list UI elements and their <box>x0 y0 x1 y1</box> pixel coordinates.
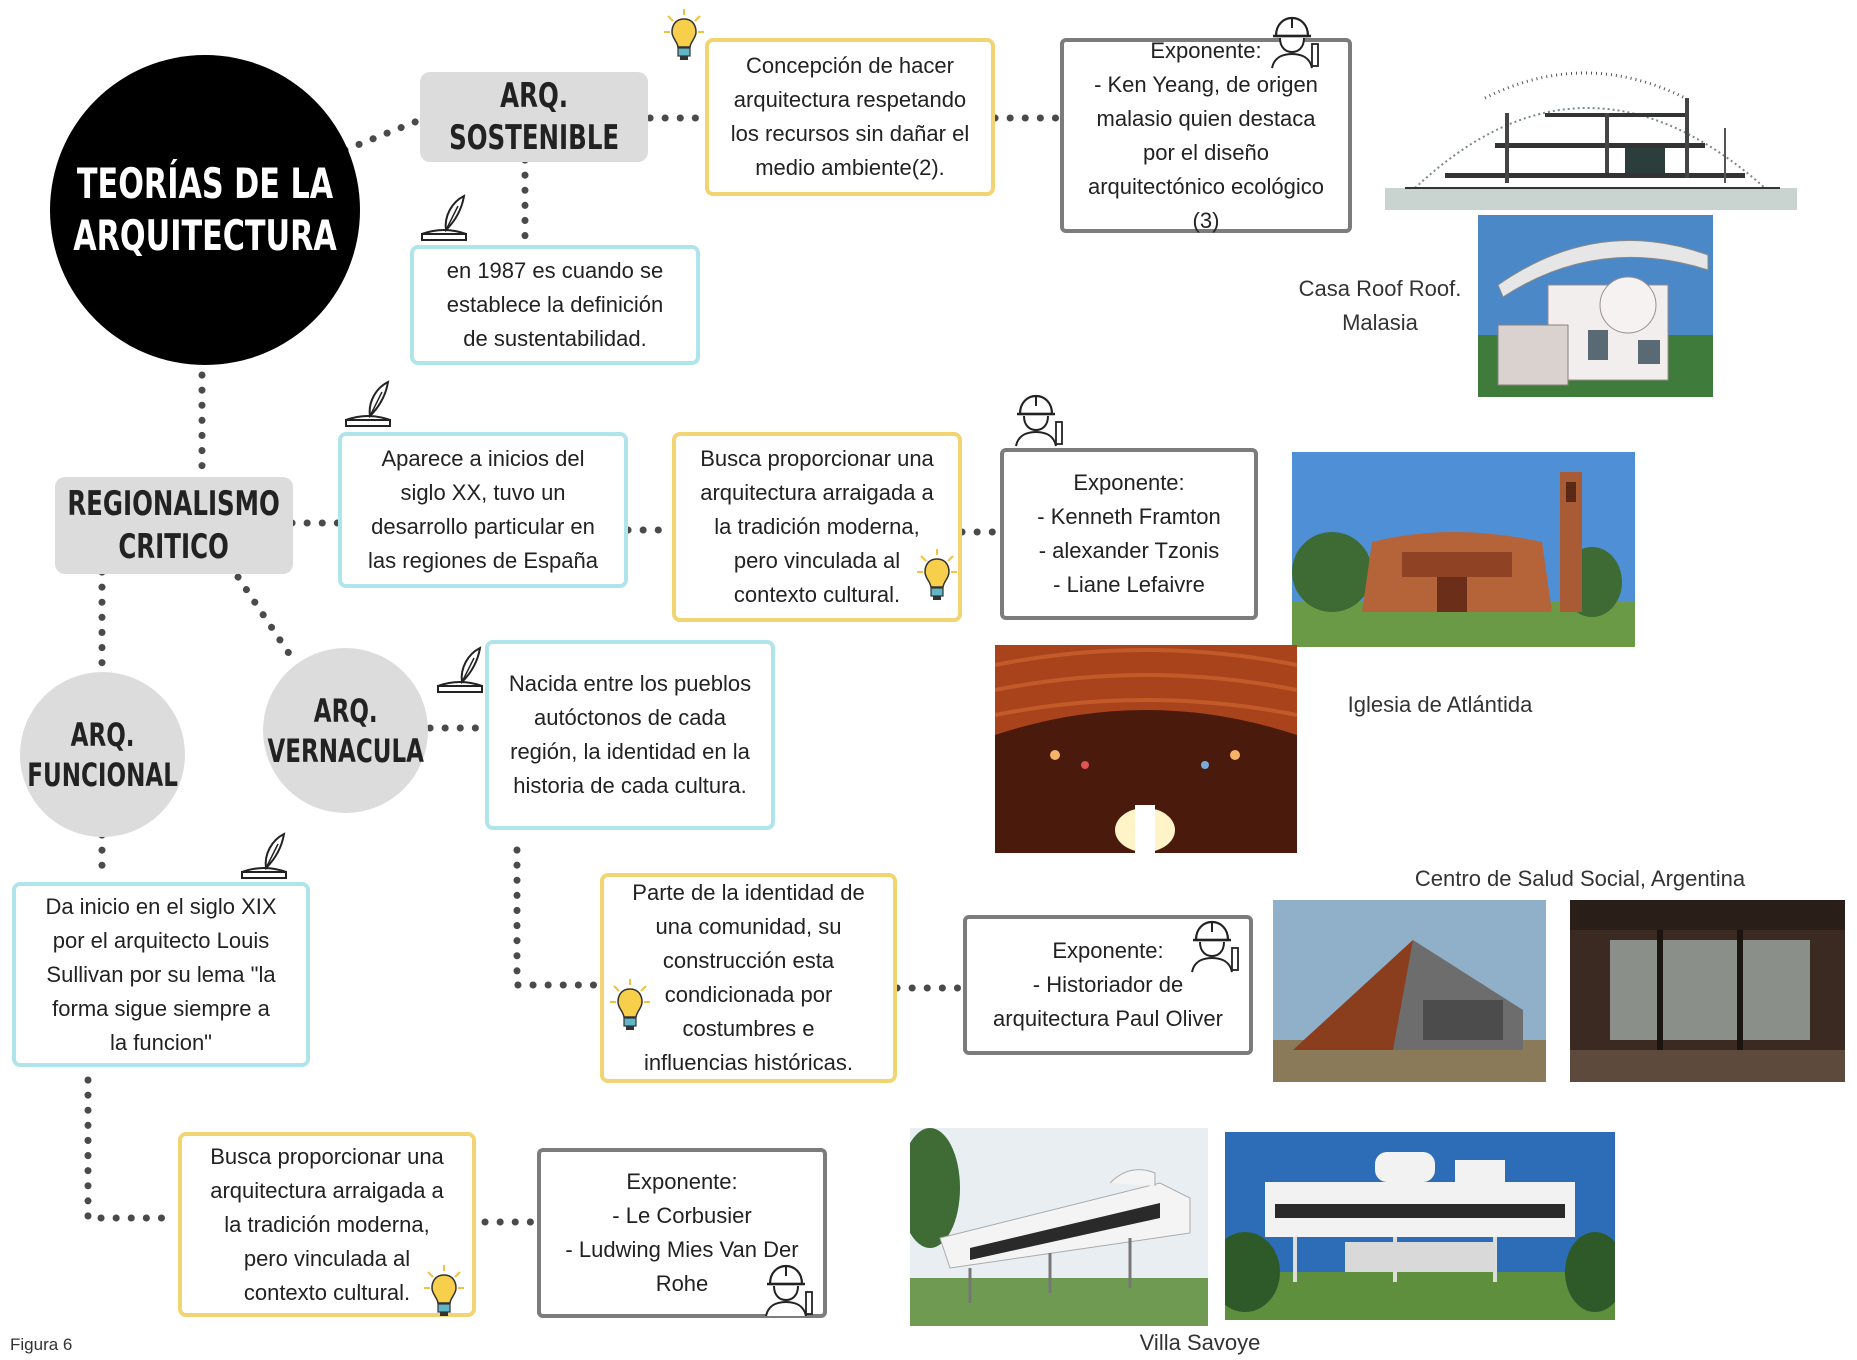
engineer-icon <box>1015 394 1063 447</box>
regionalismo-exponente-box: Exponente: - Kenneth Framton - alexander… <box>1000 448 1258 620</box>
node-regionalismo-critico: REGIONALISMO CRITICO <box>55 477 293 574</box>
engineer-icon <box>1191 920 1239 973</box>
figure-label: Figura 6 <box>10 1335 73 1354</box>
funcional-busca-box: Busca proporcionar una arquitectura arra… <box>178 1132 476 1317</box>
node-arq-funcional: ARQ. FUNCIONAL <box>20 672 185 837</box>
caption-centro-salud: Centro de Salud Social, Argentina <box>1414 866 1746 891</box>
centro-salud-photo-2 <box>1570 900 1845 1082</box>
engineer-icon <box>765 1264 813 1317</box>
sostenible-1987-box: en 1987 es cuando se establece la defini… <box>410 245 700 365</box>
node-arq-sostenible: ARQ. SOSTENIBLE <box>420 72 648 162</box>
iglesia-atlantida-exterior-photo <box>1292 452 1635 647</box>
lightbulb-icon <box>610 979 650 1030</box>
lightbulb-icon <box>664 9 704 60</box>
regionalismo-busca-box: Busca proporcionar una arquitectura arra… <box>672 432 962 622</box>
sostenible-exponente-box: Exponente: - Ken Yeang, de origen malasi… <box>1060 38 1352 233</box>
node-arq-vernacula-label: ARQ. VERNACULA <box>267 691 424 770</box>
centro-salud-photo-1 <box>1273 900 1546 1082</box>
vernacula-parte-box: Parte de la identidad de una comunidad, … <box>600 873 897 1083</box>
quill-book-icon <box>421 194 467 241</box>
node-arq-sostenible-label: ARQ. SOSTENIBLE <box>448 75 620 159</box>
iglesia-atlantida-interior-photo <box>995 645 1297 853</box>
lightbulb-icon <box>424 1265 464 1316</box>
quill-book-icon <box>345 380 391 427</box>
vernacula-nacida-box: Nacida entre los pueblos autóctonos de c… <box>485 640 775 830</box>
engineer-icon <box>1271 16 1319 69</box>
main-title-circle: TEORÍAS DE LA ARQUITECTURA <box>50 55 360 365</box>
node-arq-funcional-label: ARQ. FUNCIONAL <box>27 715 178 794</box>
villa-savoye-photo-2 <box>1225 1132 1615 1320</box>
quill-book-icon <box>241 832 287 879</box>
funcional-exponente-box: Exponente: - Le Corbusier - Ludwing Mies… <box>537 1148 827 1318</box>
quill-book-icon <box>437 646 483 693</box>
villa-savoye-photo-1 <box>910 1128 1208 1326</box>
caption-villa-savoye: Villa Savoye <box>1139 1330 1261 1355</box>
casa-roof-roof-photo <box>1478 215 1713 397</box>
lightbulb-icon <box>917 549 957 600</box>
node-arq-vernacula: ARQ. VERNACULA <box>263 648 428 813</box>
node-regionalismo-label: REGIONALISMO CRITICO <box>67 484 281 567</box>
sostenible-concepcion-box: Concepción de hacer arquitectura respeta… <box>705 38 995 196</box>
caption-casa-roof-roof: Casa Roof Roof. Malasia <box>1298 276 1462 335</box>
main-title: TEORÍAS DE LA ARQUITECTURA <box>73 158 337 261</box>
section-drawing-image <box>1385 71 1797 210</box>
regionalismo-aparece-box: Aparece a inicios del siglo XX, tuvo un … <box>338 432 628 588</box>
caption-iglesia-atlantida: Iglesia de Atlántida <box>1347 692 1533 717</box>
funcional-inicio-box: Da inicio en el siglo XIX por el arquite… <box>12 882 310 1067</box>
